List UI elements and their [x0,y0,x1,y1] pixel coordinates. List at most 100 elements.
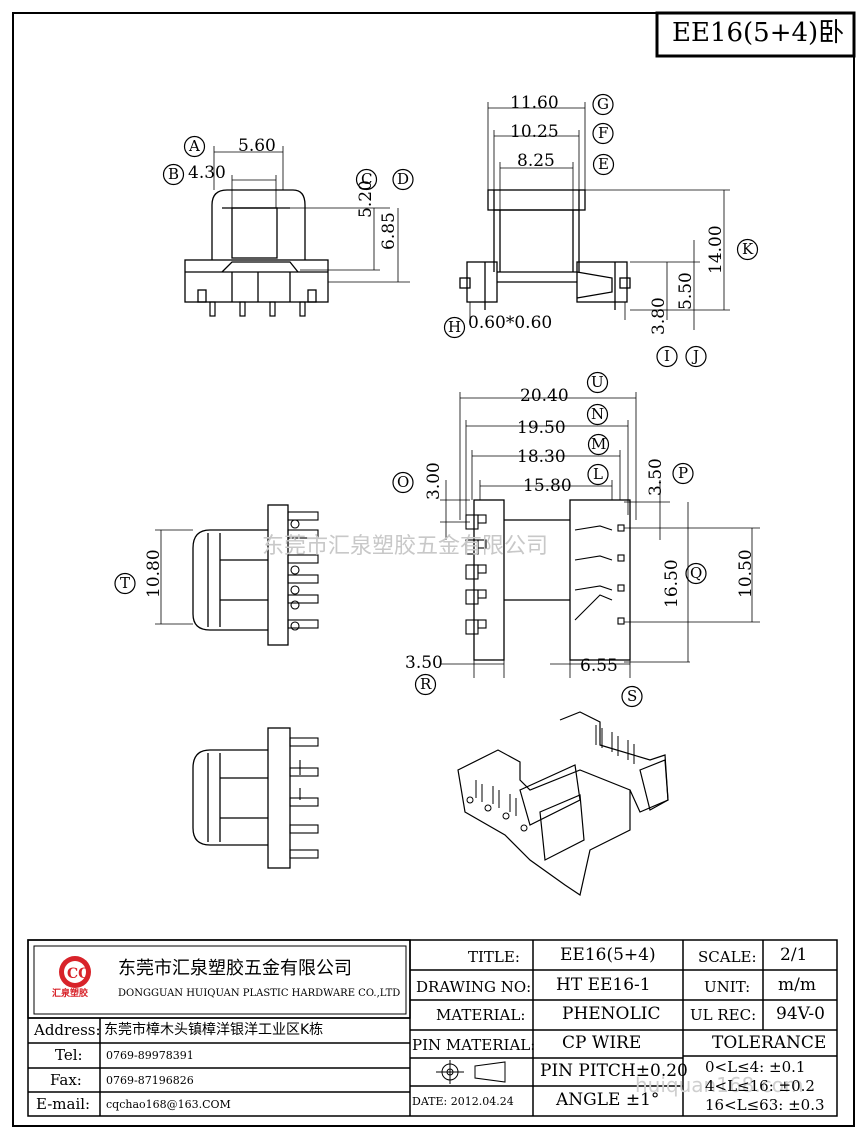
letter-circle-p [672,462,694,485]
dim-p-value: 3.50 [646,458,666,496]
label-g: G [597,95,609,113]
letter-circle-c [355,168,378,191]
date: DATE: 2012.04.24 [412,1095,514,1108]
label-e: E [598,155,609,173]
drawing-no-value: HT EE16-1 [556,975,651,995]
label-u: U [591,373,604,391]
label-t: T [120,574,131,592]
fax-value: 0769-87196826 [106,1074,194,1087]
title-label: TITLE: [468,948,520,966]
tolerance-label: TOLERANCE [712,1033,827,1053]
letter-circle-h [443,316,466,339]
front-view [184,146,410,317]
tel-label: Tel: [55,1046,83,1064]
bottom-view [440,392,760,678]
letter-circle-f [592,122,614,145]
label-f: F [598,124,609,142]
label-a: A [189,137,200,155]
logo-text: 汇泉塑胶 [52,989,89,999]
email-label: E-mail: [36,1095,91,1113]
label-s: S [627,687,638,705]
letter-circle-b [162,163,185,186]
dim-q2-value: 16.50 [662,559,682,608]
letter-circle-d [392,168,414,191]
letter-circle-l [587,463,609,486]
dim-e-value: 8.25 [517,151,555,171]
material-label: MATERIAL: [436,1006,526,1024]
letter-circle-m [587,433,610,456]
tolerance-row-3: 16<L≤63: ±0.3 [705,1096,825,1114]
scale-label: SCALE: [698,948,757,966]
letter-circle-e [592,153,615,176]
address-label: Address: [34,1021,101,1039]
label-n: N [591,405,605,423]
dim-g-value: 11.60 [510,93,559,113]
dim-s-value: 6.55 [580,656,618,676]
angle: ANGLE ±1° [556,1090,660,1110]
label-q: Q [690,564,703,582]
letter-circle-k [736,238,759,261]
dim-n-value: 19.50 [517,418,566,438]
unit-value: m/m [778,975,816,995]
label-d: D [397,170,410,188]
dim-h-value: 0.60*0.60 [468,313,553,333]
label-h: H [448,318,462,336]
material-value: PHENOLIC [562,1004,661,1024]
tolerance-row-1: 0<L≤4: ±0.1 [705,1058,806,1076]
title-value: EE16(5+4) [560,945,656,965]
label-m: M [591,435,607,453]
company-logo-icon: CQ [59,956,91,988]
dim-u-value: 20.40 [520,386,569,406]
letter-circle-s [621,685,643,708]
pin-pitch: PIN PITCH±0.20 [540,1061,688,1081]
dim-a-value: 5.60 [238,136,276,156]
letter-circle-r [414,673,437,696]
ul-rec-label: UL REC: [690,1006,757,1024]
tolerance-row-2: 4<L≤16: ±0.2 [705,1077,815,1095]
letter-circle-n [586,403,609,426]
label-r: R [420,675,432,693]
letter-circle-a [183,135,206,158]
dim-l-value: 15.80 [523,476,572,496]
dim-kj-value: 5.50 [676,272,696,310]
sheet-border [12,12,855,1127]
dim-k-value: 14.00 [706,225,726,274]
label-o: O [397,473,410,491]
label-j: J [693,347,700,365]
dim-m-value: 18.30 [517,447,566,467]
title-box-frame [655,11,856,58]
svg-text:CQ: CQ [67,966,90,982]
title-block [27,939,838,1117]
fax-label: Fax: [50,1071,82,1089]
letter-circle-q [685,562,707,585]
dim-i-value: 3.80 [649,297,669,335]
letter-circle-u [586,371,609,394]
letter-circle-i [656,345,678,368]
letter-circle-o [392,471,414,494]
dim-r-value: 3.50 [405,653,443,673]
drawing-title: EE16(5+4)卧 [672,18,845,48]
address-value: 东莞市樟木头镇樟洋银洋工业区K栋 [104,1022,324,1038]
tel-value: 0769-89978391 [106,1049,194,1062]
label-l: L [593,465,603,483]
scale-value: 2/1 [780,945,808,965]
dim-d-value: 6.85 [379,212,399,250]
label-i: I [664,347,670,365]
lower-left-view [192,727,319,869]
projection-symbol-icon [436,1060,506,1084]
company-name-cn: 东莞市汇泉塑胶五金有限公司 [118,958,352,979]
letter-circle-g [592,93,614,116]
label-c: C [361,170,373,188]
drawing-no-label: DRAWING NO: [416,978,532,996]
letter-circle-j [685,345,707,368]
left-view [155,504,319,646]
dim-o-value: 3.00 [424,462,444,500]
label-p: P [678,464,689,482]
dim-f-value: 10.25 [510,122,559,142]
dim-q-value: 10.50 [736,549,756,598]
dim-b-value: 4.30 [188,163,226,183]
letter-circle-t [114,572,136,595]
email-value: cqchao168@163.COM [106,1098,231,1111]
